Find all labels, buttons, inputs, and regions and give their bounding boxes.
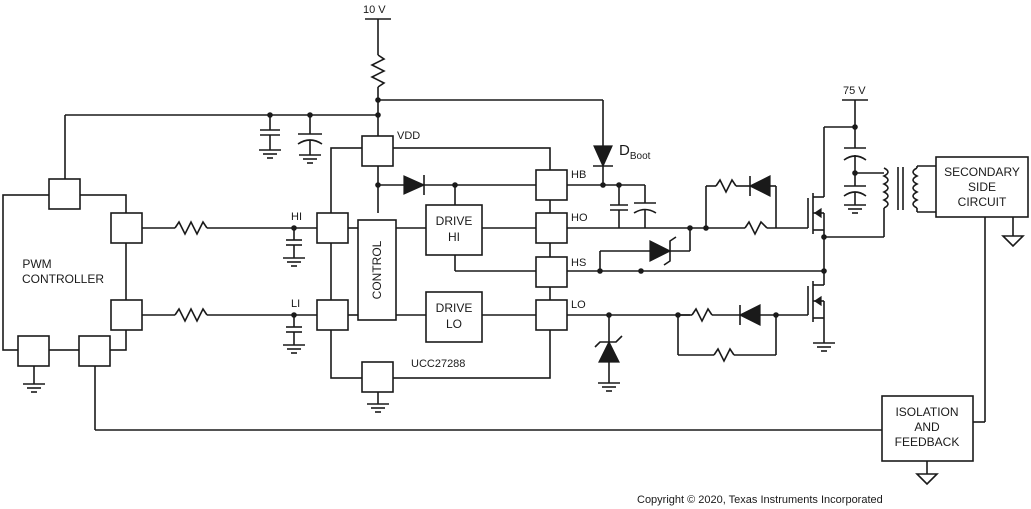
vdd-resistor [370,54,386,88]
isolation-label-3: FEEDBACK [895,435,960,449]
ho-turnon-resistor [715,178,737,194]
drive-lo-label-2: LO [446,317,462,331]
secondary-label-2: SIDE [968,180,996,194]
li-resistor [174,307,208,323]
pwm-pin-hi [110,212,143,244]
low-side-mosfet [807,271,836,352]
ho-turnoff-diode [748,175,771,197]
pwm-pin-fb [78,335,111,367]
pin-ho [535,212,568,244]
pin-lo-label: LO [571,299,586,311]
high-side-mosfet [807,127,827,271]
pin-hb-label: HB [571,169,586,181]
pin-vdd [361,135,394,167]
hi-resistor [174,220,208,236]
control-block [357,219,397,321]
pin-hs [535,256,568,288]
pin-hi [316,212,349,244]
vcc-supply: 10 V [363,4,391,136]
isolation-label-1: ISOLATION [895,405,958,419]
decoupling-capacitor-1 [258,115,282,159]
drive-hi-label-2: HI [448,230,460,244]
secondary-side-block [935,156,1029,218]
pwm-pin-vdd [48,178,81,210]
transformer [824,165,936,238]
lo-gate-resistor [713,347,735,363]
pin-li [316,299,349,331]
pin-vdd-label: VDD [397,130,420,142]
vin-label: 75 V [843,85,866,97]
pwm-pin-li [110,299,143,331]
pin-li-label: LI [291,298,300,310]
ho-gate-resistor [744,220,768,236]
drive-hi-label-1: DRIVE [436,214,473,228]
pin-hb [535,169,568,201]
lo-turnoff-diode [738,304,761,326]
copyright-text: Copyright © 2020, Texas Instruments Inco… [637,494,883,506]
drive-hi-block [425,204,483,256]
pin-ho-label: HO [571,212,588,224]
lo-turnon-resistor [691,307,713,323]
ic-part-label: UCC27288 [411,358,465,370]
pwm-label-1: PWM [22,257,51,271]
pin-gnd [361,361,394,393]
internal-boot-diode [403,175,426,195]
vcc-label: 10 V [363,4,386,16]
pin-hs-label: HS [571,257,586,269]
vin-supply: 75 V [824,85,868,214]
drive-lo-label-1: DRIVE [436,301,473,315]
decoupling-capacitor-2 [297,115,323,164]
boot-diode-label: DBoot [619,142,651,162]
pwm-pin-gnd [17,335,50,367]
control-label: CONTROL [370,240,384,299]
drive-lo-block [425,291,483,343]
boot-diode [593,145,613,168]
secondary-label-1: SECONDARY [944,165,1020,179]
pin-hi-label: HI [291,211,302,223]
isolation-label-2: AND [914,420,940,434]
secondary-label-3: CIRCUIT [958,195,1007,209]
pwm-label-2: CONTROLLER [22,272,104,286]
pin-lo [535,299,568,331]
